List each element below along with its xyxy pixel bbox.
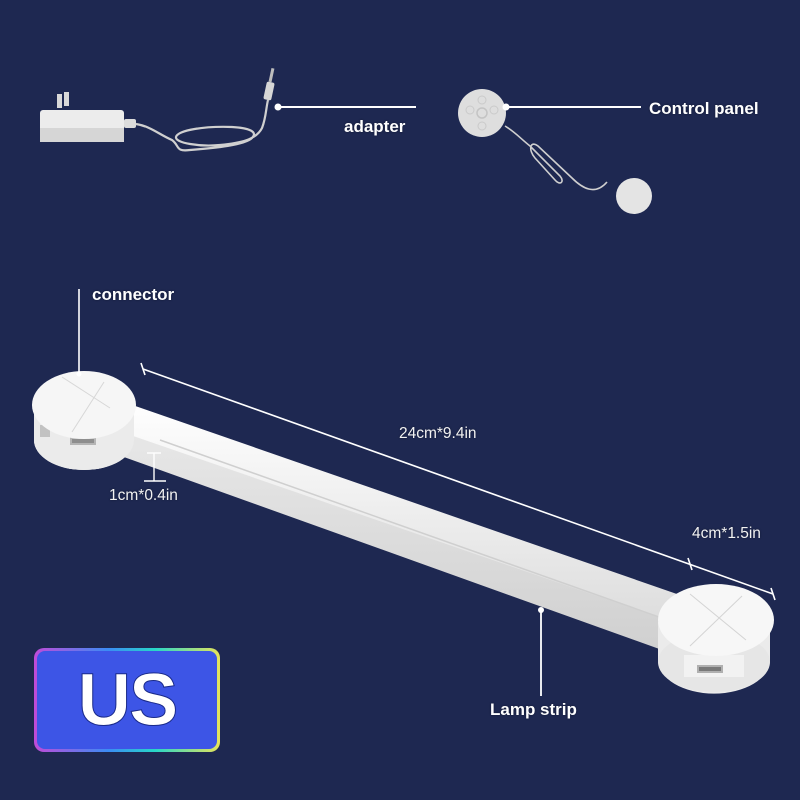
region-badge: US <box>34 648 220 752</box>
adapter-callout-dot <box>274 103 282 111</box>
lamp-strip-illustration <box>104 400 700 660</box>
connector-width-label: 4cm*1.5in <box>692 525 761 542</box>
connector-width-tick <box>687 557 693 571</box>
control-panel-callout-dot <box>502 103 510 111</box>
lamp-strip-label: Lamp strip <box>490 700 577 719</box>
right-connector-illustration <box>658 584 774 694</box>
control-panel-illustration <box>458 89 652 214</box>
length-dimension-label: 24cm*9.4in <box>399 425 477 442</box>
height-dimension-marker <box>144 452 166 482</box>
length-dimension-line <box>142 368 774 595</box>
adapter-label: adapter <box>344 117 406 136</box>
control-panel-label: Control panel <box>649 99 759 118</box>
connector-label: connector <box>92 285 175 304</box>
region-badge-inner: US <box>37 651 217 749</box>
connector-callout-dot <box>76 371 82 377</box>
height-dimension-label: 1cm*0.4in <box>109 487 178 504</box>
adapter-illustration <box>40 67 275 152</box>
region-badge-text: US <box>77 658 179 741</box>
lamp-strip-callout-dot <box>538 607 544 613</box>
left-connector-illustration <box>32 371 136 470</box>
